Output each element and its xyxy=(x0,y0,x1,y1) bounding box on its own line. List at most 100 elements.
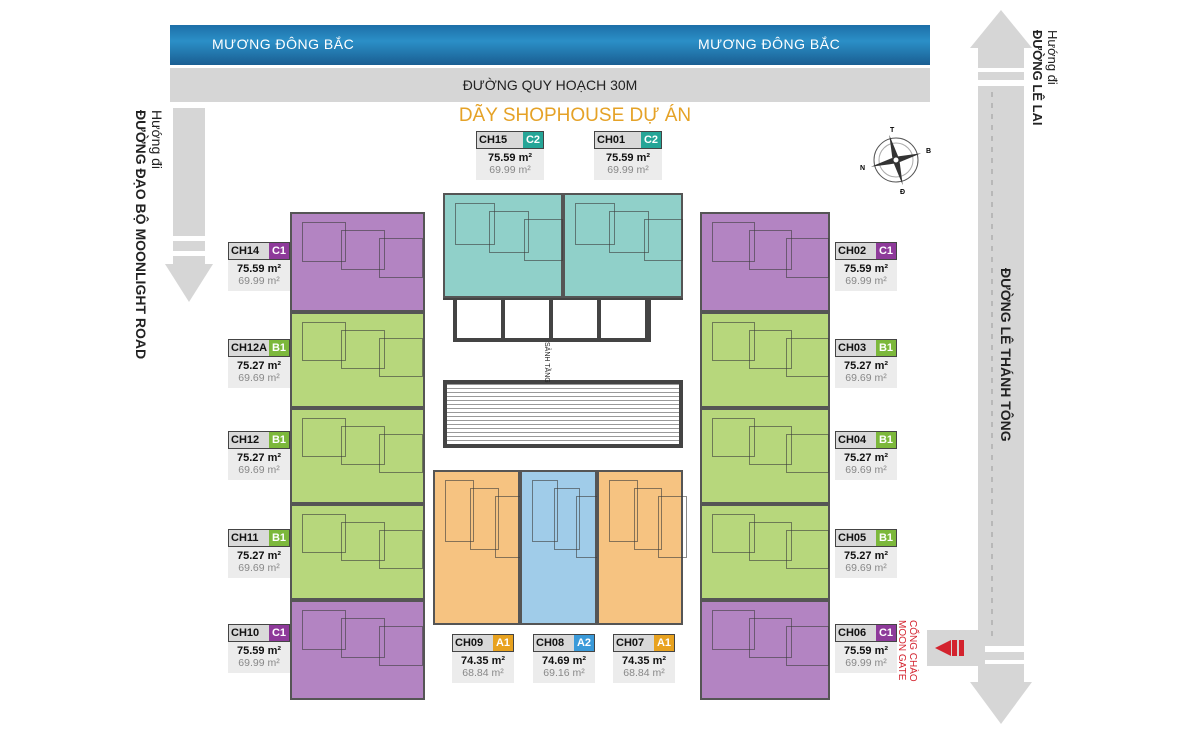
unit-type: B1 xyxy=(875,530,896,546)
unit-floorplan[interactable] xyxy=(700,312,830,408)
net-area: 68.84 m² xyxy=(623,667,665,679)
room-wall xyxy=(379,338,424,377)
unit-floorplan[interactable] xyxy=(290,408,425,504)
room-wall xyxy=(379,434,424,473)
unit-floorplan[interactable] xyxy=(433,470,524,625)
unit-code: CH06 xyxy=(836,625,876,641)
gross-area: 75.27 m² xyxy=(236,452,282,464)
unit-floorplan[interactable] xyxy=(290,504,425,600)
room-wall xyxy=(786,530,829,569)
net-area: 69.99 m² xyxy=(607,164,649,176)
unit-code: CH11 xyxy=(229,530,269,546)
gross-area: 75.59 m² xyxy=(236,645,282,657)
gross-area: 75.27 m² xyxy=(843,360,889,372)
room-wall xyxy=(340,618,385,659)
le-lai-direction-text: Hướng đi xyxy=(1045,30,1060,85)
unit-floorplan[interactable] xyxy=(700,212,830,312)
room-wall xyxy=(302,514,347,553)
unit-floorplan[interactable] xyxy=(290,312,425,408)
unit-floorplan[interactable] xyxy=(443,193,564,298)
unit-floorplan[interactable] xyxy=(563,193,684,298)
unit-code: CH15 xyxy=(477,132,523,148)
gross-area: 75.59 m² xyxy=(236,263,282,275)
room-wall xyxy=(633,488,663,550)
unit-type: B1 xyxy=(875,432,896,448)
shophouse-title: DÃY SHOPHOUSE DỰ ÁN xyxy=(458,105,692,126)
room-wall xyxy=(749,330,792,369)
gross-area: 74.69 m² xyxy=(541,655,587,667)
room-wall xyxy=(455,203,495,246)
gross-area: 75.59 m² xyxy=(605,152,651,164)
room-wall xyxy=(786,434,829,473)
room-wall xyxy=(658,496,688,558)
unit-type: A1 xyxy=(653,635,674,651)
gate-line2: MOON GATE xyxy=(896,620,907,681)
net-area: 69.69 m² xyxy=(845,464,887,476)
unit-floorplan[interactable] xyxy=(290,212,425,312)
canal-label-right: MƯƠNG ĐÔNG BẮC xyxy=(698,36,841,52)
unit-code: CH05 xyxy=(836,530,876,546)
room-wall xyxy=(712,322,755,361)
unit-floorplan[interactable] xyxy=(700,600,830,700)
net-area: 69.69 m² xyxy=(238,464,280,476)
unit-floorplan[interactable] xyxy=(520,470,603,625)
room-wall xyxy=(302,322,347,361)
unit-code: CH12A xyxy=(229,340,269,356)
unit-code: CH08 xyxy=(534,635,574,651)
room-wall xyxy=(340,426,385,465)
elevator-block-top xyxy=(453,300,651,342)
compass-n: N xyxy=(860,165,865,172)
room-wall xyxy=(554,488,581,550)
unit-code: CH10 xyxy=(229,625,269,641)
compass-d: Đ xyxy=(900,189,905,196)
net-area: 69.99 m² xyxy=(238,657,280,669)
unit-type: C2 xyxy=(522,132,543,148)
unit-floorplan[interactable] xyxy=(597,470,688,625)
unit-code: CH04 xyxy=(836,432,876,448)
gross-area: 75.27 m² xyxy=(236,360,282,372)
room-wall xyxy=(445,480,475,542)
unit-type: B1 xyxy=(268,530,289,546)
unit-floorplan[interactable] xyxy=(290,600,425,700)
room-wall xyxy=(523,219,564,262)
canal-band: MƯƠNG ĐÔNG BẮC MƯƠNG ĐÔNG BẮC xyxy=(170,25,930,65)
net-area: 69.69 m² xyxy=(238,562,280,574)
gate-line1: CỔNG CHÀO xyxy=(907,620,918,682)
left-road-direction: Hướng đi xyxy=(149,110,165,170)
unit-floorplan[interactable] xyxy=(700,408,830,504)
net-area: 69.99 m² xyxy=(845,275,887,287)
le-thanh-tong-road-label: ĐƯỜNG LÊ THÁNH TÔNG xyxy=(998,268,1014,442)
unit-code: CH09 xyxy=(453,635,493,651)
room-wall xyxy=(749,426,792,465)
unit-floorplan[interactable] xyxy=(700,504,830,600)
net-area: 69.69 m² xyxy=(238,372,280,384)
